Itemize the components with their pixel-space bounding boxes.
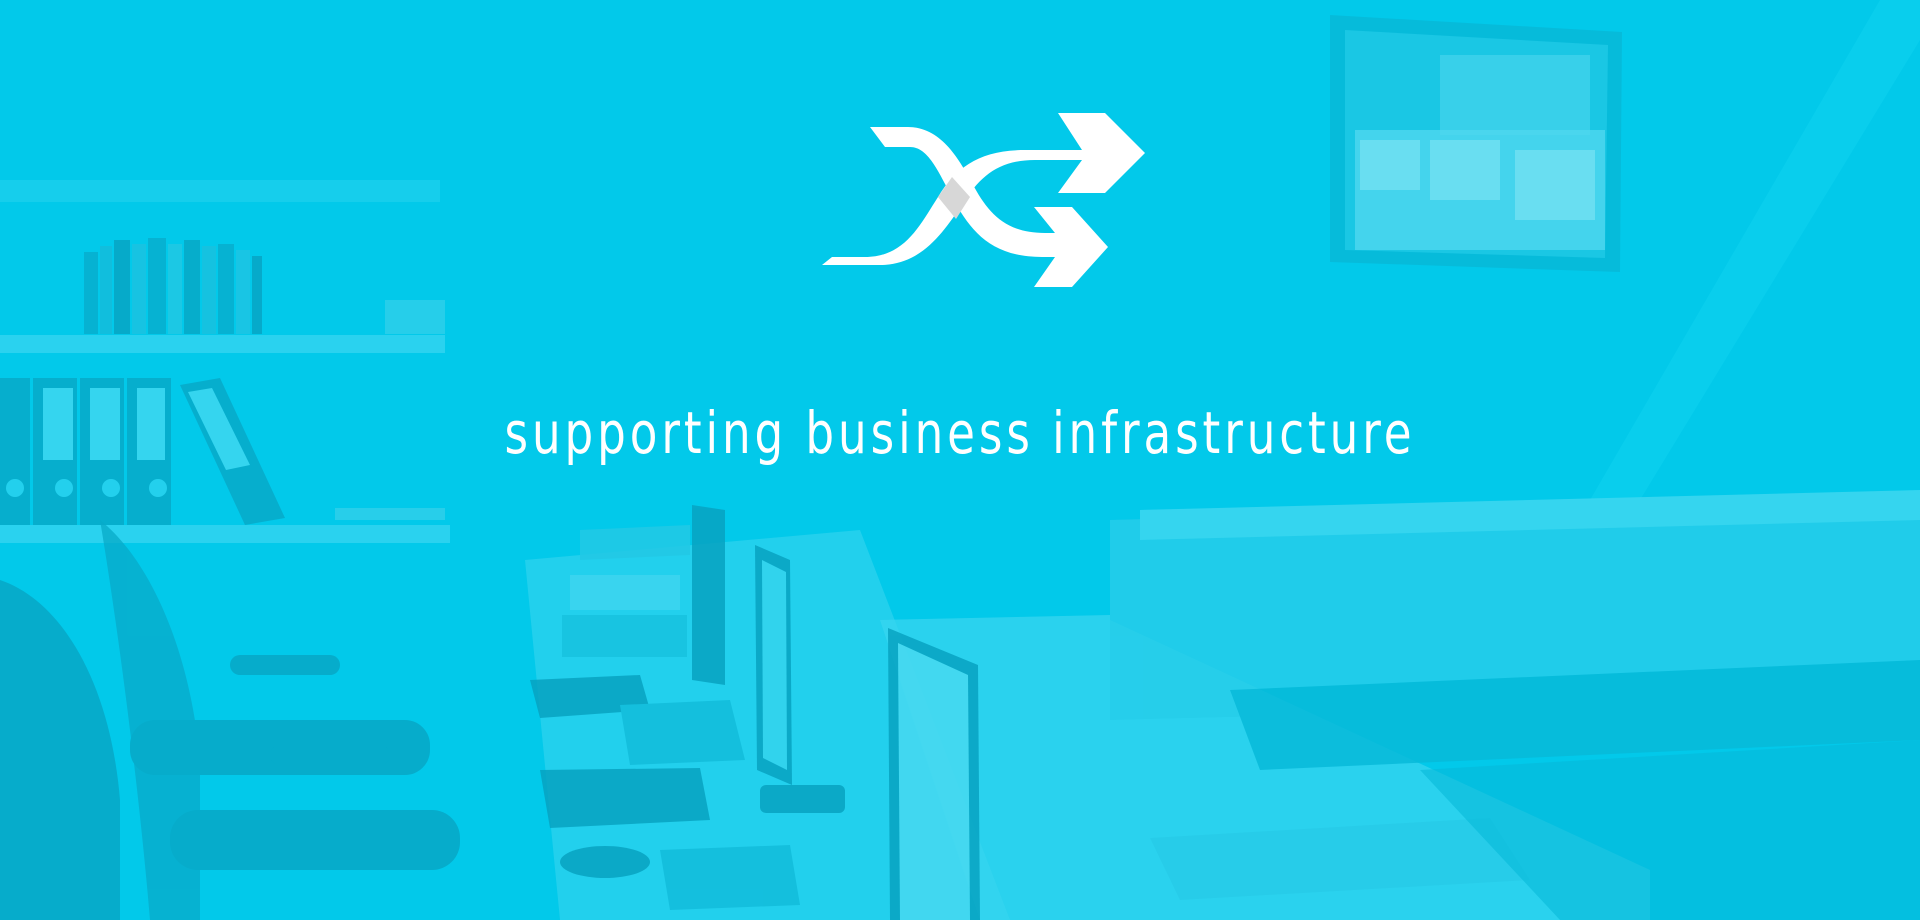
hero-tagline: supporting business infrastructure [504, 399, 1416, 467]
xg-logo-icon [822, 113, 1145, 287]
